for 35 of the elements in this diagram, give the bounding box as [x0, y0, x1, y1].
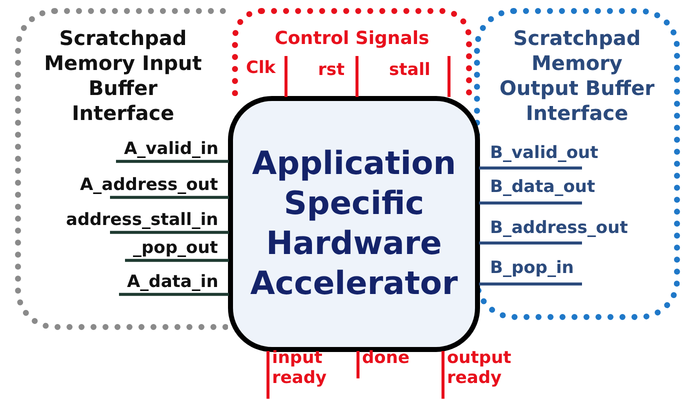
signal-line: [479, 242, 582, 244]
signal-line: [479, 166, 582, 170]
signal-name: B_address_out: [490, 218, 628, 238]
accelerator-block: [228, 96, 480, 352]
signal-name: A_valid_in: [124, 139, 218, 160]
signal-line: [266, 351, 270, 399]
signal-line: [479, 282, 582, 286]
signal-name: A_data_in: [127, 272, 218, 292]
signal-line: [110, 196, 229, 199]
signal-line: [479, 202, 582, 204]
region-heading: Scratchpad Memory Input Buffer Interface: [43, 26, 203, 126]
signal-line: [356, 351, 360, 378]
signal-name: input ready: [272, 348, 342, 389]
signal-line: [284, 56, 288, 97]
signal-line: [116, 160, 229, 163]
signal-name: rst: [318, 60, 345, 80]
signal-line: [448, 56, 450, 97]
signal-name: Clk: [246, 58, 276, 78]
signal-name: B_data_out: [490, 177, 596, 198]
signal-name: address_stall_in: [66, 210, 218, 230]
signal-name: stall: [389, 60, 430, 80]
region-heading: Control Signals: [274, 28, 430, 50]
block-title: Application Specific Hardware Accelerator: [249, 143, 459, 303]
signal-name: A_address_out: [80, 175, 218, 196]
signal-line: [110, 230, 229, 234]
signal-name: B_valid_out: [490, 143, 598, 164]
signal-name: output ready: [447, 348, 537, 389]
signal-line: [356, 56, 358, 97]
signal-name: B_pop_in: [490, 258, 574, 278]
signal-line: [442, 351, 444, 399]
region-heading: Scratchpad Memory Output Buffer Interface: [498, 26, 656, 126]
signal-line: [119, 292, 229, 296]
signal-name: _pop_out: [133, 238, 218, 258]
signal-name: done: [362, 348, 410, 368]
signal-line: [125, 258, 229, 262]
